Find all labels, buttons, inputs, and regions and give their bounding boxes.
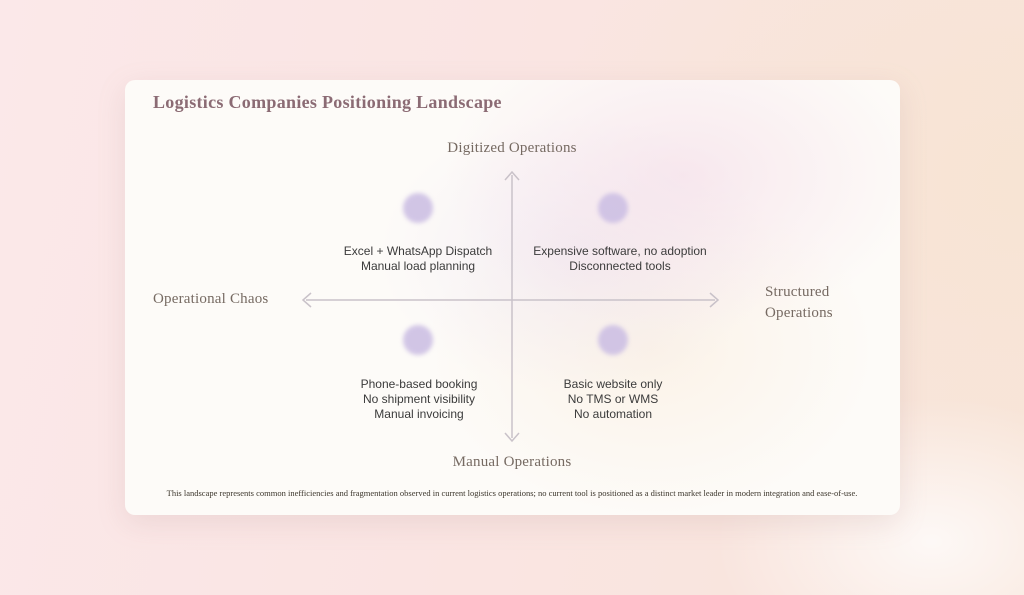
quadrant-dot-top-right bbox=[598, 193, 628, 223]
axis-label-right: Structured Operations bbox=[765, 284, 833, 321]
quadrant-line: No shipment visibility bbox=[362, 392, 476, 406]
quadrant-line: Manual load planning bbox=[360, 259, 476, 273]
page-title: Logistics Companies Positioning Landscap… bbox=[153, 92, 502, 112]
quadrant-text-bottom-left: Phone-based booking No shipment visibili… bbox=[299, 377, 539, 422]
quadrant-line: Basic website only bbox=[563, 377, 663, 391]
quadrant-line: Excel + WhatsApp Dispatch bbox=[343, 244, 493, 258]
footnote-text: This landscape represents common ineffic… bbox=[166, 488, 858, 498]
quadrant-text-bottom-right: Basic website only No TMS or WMS No auto… bbox=[493, 377, 733, 422]
quadrant-line: Disconnected tools bbox=[569, 259, 671, 273]
quadrant-axes-icon bbox=[301, 170, 720, 443]
quadrant-dot-bottom-left bbox=[403, 325, 433, 355]
axis-label-left: Operational Chaos bbox=[153, 291, 269, 307]
quadrant-line: No TMS or WMS bbox=[567, 392, 659, 406]
quadrant-dot-bottom-right bbox=[598, 325, 628, 355]
axis-label-top: Digitized Operations bbox=[447, 140, 577, 156]
quadrant-line: No automation bbox=[573, 407, 653, 421]
axis-label-bottom: Manual Operations bbox=[452, 454, 572, 470]
quadrant-line: Manual invoicing bbox=[374, 407, 464, 421]
quadrant-line: Expensive software, no adoption bbox=[533, 244, 707, 258]
quadrant-text-top-right: Expensive software, no adoption Disconne… bbox=[500, 244, 740, 274]
quadrant-text-top-left: Excel + WhatsApp Dispatch Manual load pl… bbox=[298, 244, 538, 274]
quadrant-dot-top-left bbox=[403, 193, 433, 223]
quadrant-line: Phone-based booking bbox=[360, 377, 478, 391]
positioning-landscape-card: Logistics Companies Positioning Landscap… bbox=[125, 80, 900, 515]
